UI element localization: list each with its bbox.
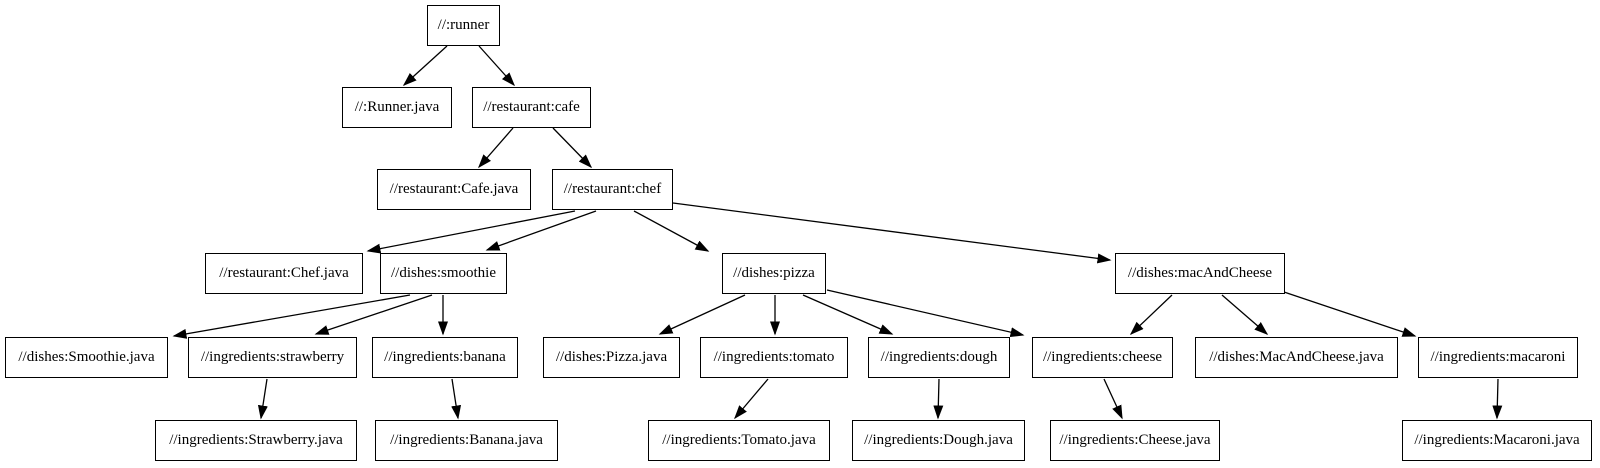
- node-strawberry: //ingredients:strawberry: [188, 337, 357, 378]
- edge-chef-to-chef-java: [366, 210, 576, 254]
- edge-pizza-to-dough: [802, 294, 894, 335]
- node-macaroni: //ingredients:macaroni: [1418, 337, 1578, 378]
- node-runner-java: //:Runner.java: [342, 87, 452, 128]
- node-cheese: //ingredients:cheese: [1032, 337, 1173, 378]
- node-pizza: //dishes:pizza: [722, 253, 826, 294]
- edge-macaroni-to-macaroni-java: [1492, 378, 1503, 420]
- node-smoothie-java: //dishes:Smoothie.java: [5, 337, 168, 378]
- node-chef: //restaurant:chef: [552, 169, 673, 210]
- node-cafe: //restaurant:cafe: [472, 87, 591, 128]
- node-banana-java: //ingredients:Banana.java: [375, 420, 558, 461]
- node-runner: //:runner: [427, 5, 500, 46]
- edge-mac-and-cheese-to-mac-and-cheese-java: [1221, 294, 1269, 335]
- edge-cafe-to-cafe-java: [478, 127, 514, 169]
- edge-smoothie-to-smoothie-java: [172, 294, 411, 339]
- node-mac-and-cheese: //dishes:macAndCheese: [1115, 253, 1285, 294]
- node-strawberry-java: //ingredients:Strawberry.java: [155, 420, 357, 461]
- node-tomato-java: //ingredients:Tomato.java: [648, 420, 830, 461]
- edge-mac-and-cheese-to-macaroni: [1283, 291, 1417, 337]
- edge-smoothie-to-strawberry: [314, 294, 433, 335]
- edge-chef-to-smoothie: [485, 210, 597, 251]
- edge-pizza-to-cheese: [826, 289, 1025, 338]
- node-mac-and-cheese-java: //dishes:MacAndCheese.java: [1195, 337, 1398, 378]
- node-macaroni-java: //ingredients:Macaroni.java: [1402, 420, 1592, 461]
- edge-chef-to-mac-and-cheese: [672, 202, 1112, 264]
- node-dough-java: //ingredients:Dough.java: [852, 420, 1025, 461]
- edge-cafe-to-chef: [552, 127, 593, 169]
- node-chef-java: //restaurant:Chef.java: [205, 253, 363, 294]
- edge-dough-to-dough-java: [933, 378, 944, 420]
- node-cafe-java: //restaurant:Cafe.java: [377, 169, 531, 210]
- node-tomato: //ingredients:tomato: [700, 337, 848, 378]
- edge-banana-to-banana-java: [451, 378, 462, 420]
- node-smoothie: //dishes:smoothie: [380, 253, 507, 294]
- edge-runner-to-runner-java: [402, 45, 448, 87]
- edge-tomato-to-tomato-java: [734, 378, 769, 420]
- node-dough: //ingredients:dough: [868, 337, 1010, 378]
- edge-cheese-to-cheese-java: [1103, 378, 1123, 420]
- node-pizza-java: //dishes:Pizza.java: [543, 337, 680, 378]
- edge-runner-to-cafe: [478, 45, 516, 87]
- edge-pizza-to-pizza-java: [658, 294, 746, 335]
- node-banana: //ingredients:banana: [372, 337, 518, 378]
- edge-strawberry-to-strawberry-java: [257, 378, 268, 420]
- edge-chef-to-pizza: [633, 210, 710, 252]
- node-cheese-java: //ingredients:Cheese.java: [1050, 420, 1220, 461]
- edge-mac-and-cheese-to-cheese: [1129, 294, 1173, 336]
